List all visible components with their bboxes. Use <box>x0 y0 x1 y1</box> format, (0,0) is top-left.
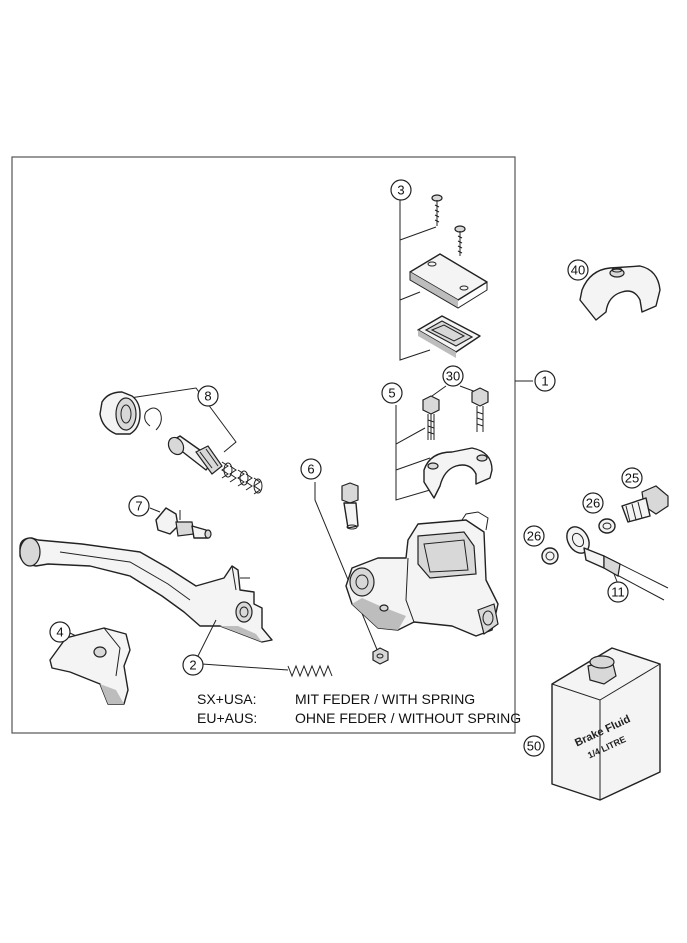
callout: 50 <box>523 735 545 757</box>
svg-text:1: 1 <box>541 374 548 389</box>
svg-text:4: 4 <box>56 625 63 640</box>
master-cylinder-body <box>345 511 499 637</box>
callout: 5 <box>381 382 403 404</box>
svg-text:50: 50 <box>527 739 541 754</box>
note-text: MIT FEDER / WITH SPRING <box>295 691 476 707</box>
callout: 30 <box>442 365 464 387</box>
callout: 2 <box>182 654 204 676</box>
svg-text:30: 30 <box>446 369 460 384</box>
handlebar-clamp <box>423 447 493 499</box>
lever-guard <box>49 627 131 705</box>
piston <box>167 435 223 475</box>
assembly-frame <box>11 156 516 734</box>
dust-boot <box>99 391 141 435</box>
circlip <box>144 407 162 431</box>
clamp-bolt <box>471 387 489 432</box>
callout: 3 <box>390 179 412 201</box>
callout: 6 <box>300 458 322 480</box>
brake-fluid-bottle: Brake Fluid 1/4 LITRE <box>551 647 661 801</box>
note-region: SX+USA: <box>197 691 257 707</box>
svg-text:26: 26 <box>586 496 600 511</box>
callout: 40 <box>567 259 589 281</box>
clamp-group <box>395 385 493 501</box>
brake-hose <box>566 526 669 601</box>
cover-screw <box>454 225 466 256</box>
svg-text:8: 8 <box>204 389 211 404</box>
clamp-bolt <box>422 395 440 440</box>
note-line: SX+USA: MIT FEDER / WITH SPRING <box>197 690 521 709</box>
svg-text:26: 26 <box>527 529 541 544</box>
callout: 11 <box>607 581 629 603</box>
note-region: EU+AUS: <box>197 710 258 726</box>
note-text: OHNE FEDER / WITHOUT SPRING <box>295 710 522 726</box>
svg-text:6: 6 <box>307 462 314 477</box>
callout: 4 <box>49 621 71 643</box>
lever-spring <box>197 619 333 678</box>
piston-spring <box>221 461 263 495</box>
adjuster-screw <box>149 507 212 539</box>
callout: 1 <box>534 370 556 392</box>
brake-lever <box>19 537 273 643</box>
spare-clamp <box>579 265 661 321</box>
hose-group <box>541 485 669 601</box>
callout: 25 <box>621 467 643 489</box>
sealing-washer <box>541 547 559 565</box>
callout: 26 <box>582 492 604 514</box>
callout: 8 <box>197 385 219 407</box>
lock-nut <box>372 647 389 665</box>
pivot-bolt <box>341 482 359 530</box>
piston-group <box>99 387 263 495</box>
sealing-washer <box>598 518 616 534</box>
svg-text:3: 3 <box>397 183 404 198</box>
reservoir-cover <box>409 253 488 309</box>
callout: 26 <box>523 525 545 547</box>
note-line: EU+AUS: OHNE FEDER / WITHOUT SPRING <box>197 709 521 728</box>
svg-text:5: 5 <box>388 386 395 401</box>
banjo-bolt <box>621 485 669 523</box>
svg-text:2: 2 <box>189 658 196 673</box>
cover-group <box>399 194 488 361</box>
svg-text:40: 40 <box>571 263 585 278</box>
spring-notes: SX+USA: MIT FEDER / WITH SPRING EU+AUS: OH… <box>197 690 521 728</box>
reservoir-diaphragm <box>417 315 481 358</box>
svg-text:11: 11 <box>611 585 625 600</box>
svg-text:7: 7 <box>135 499 142 514</box>
cover-screw <box>431 194 443 226</box>
callout: 7 <box>128 495 150 517</box>
svg-text:25: 25 <box>625 471 639 486</box>
